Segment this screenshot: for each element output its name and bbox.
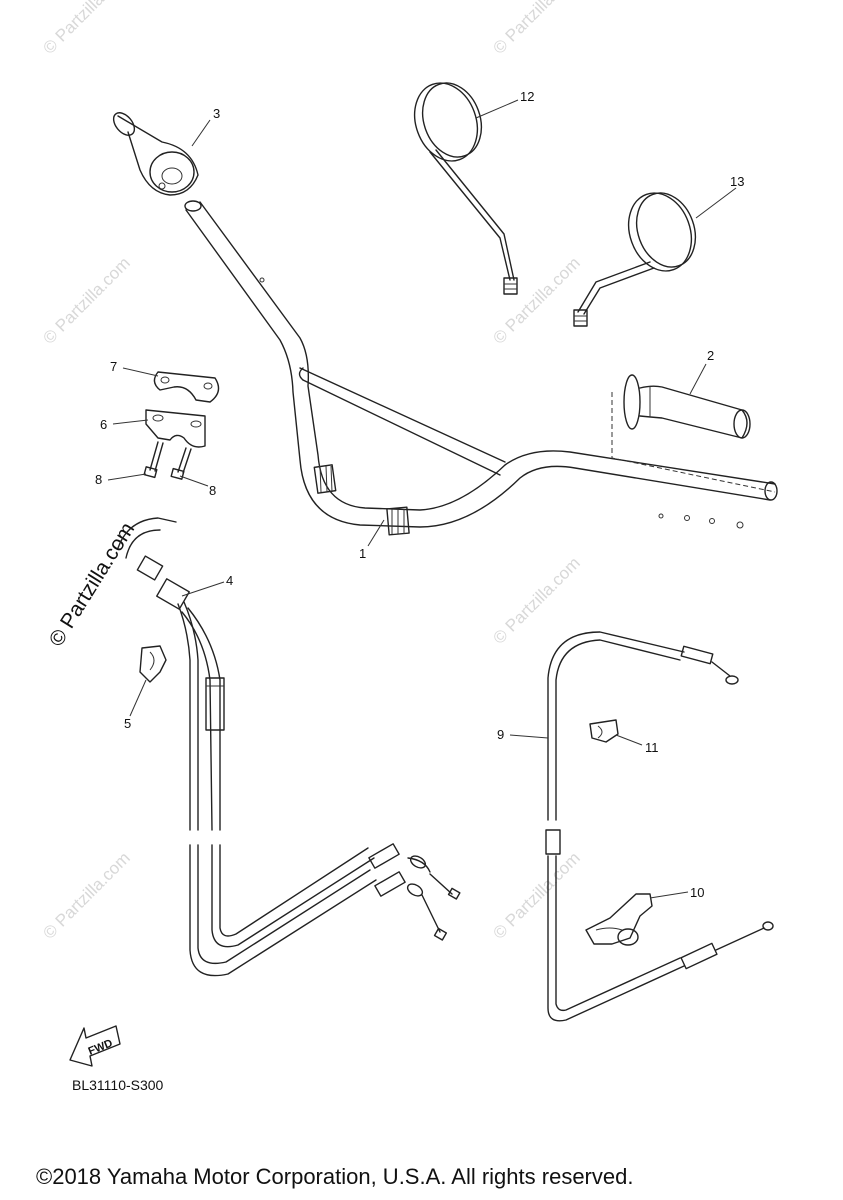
handlebar <box>184 200 778 536</box>
watermark: © Partzilla.com <box>489 0 583 58</box>
callout-4: 4 <box>226 573 233 588</box>
fwd-label: FWD <box>87 1037 115 1058</box>
handlebar-holder-upper <box>153 371 220 403</box>
callout-8b: 8 <box>209 483 216 498</box>
callout-7: 7 <box>110 359 117 374</box>
bolt-left <box>143 441 164 479</box>
callout-3: 3 <box>213 106 220 121</box>
callout-13: 13 <box>730 174 744 189</box>
watermark: © Partzilla.com <box>489 848 583 942</box>
throttle-cable <box>117 517 461 977</box>
watermark: © Partzilla.com <box>39 253 133 347</box>
callout-2: 2 <box>707 348 714 363</box>
diagram-code: BL31110-S300 <box>72 1077 164 1093</box>
callout-12: 12 <box>520 89 534 104</box>
copyright-notice: ©2018 Yamaha Motor Corporation, U.S.A. A… <box>36 1164 633 1189</box>
callout-6: 6 <box>100 417 107 432</box>
callout-10: 10 <box>690 885 704 900</box>
callout-5: 5 <box>124 716 131 731</box>
callout-9: 9 <box>497 727 504 742</box>
callout-11: 11 <box>645 740 659 755</box>
callout-1: 1 <box>359 546 366 561</box>
mirror-left <box>413 82 518 295</box>
left-grip <box>112 112 199 196</box>
bolt-right <box>170 447 192 480</box>
watermark-overlay: © Partzilla.com <box>45 518 139 650</box>
cable-holder <box>139 645 167 683</box>
right-grip <box>623 374 751 439</box>
callout-8a: 8 <box>95 472 102 487</box>
watermarks: © Partzilla.com © Partzilla.com © Partzi… <box>39 0 583 943</box>
watermark: © Partzilla.com <box>39 0 133 58</box>
mirror-right <box>573 192 697 327</box>
cable-holder-small <box>589 719 619 743</box>
clutch-cable <box>545 631 774 1022</box>
fwd-arrow: FWD <box>69 1025 121 1067</box>
handlebar-holder-lower <box>145 409 206 448</box>
callouts: 1 2 3 4 5 6 7 8 8 9 10 11 12 13 <box>95 89 744 900</box>
watermark: © Partzilla.com <box>489 253 583 347</box>
clutch-clamp <box>585 893 653 946</box>
watermark: © Partzilla.com <box>489 553 583 647</box>
watermark: © Partzilla.com <box>39 848 133 942</box>
leader-lines <box>107 99 737 899</box>
